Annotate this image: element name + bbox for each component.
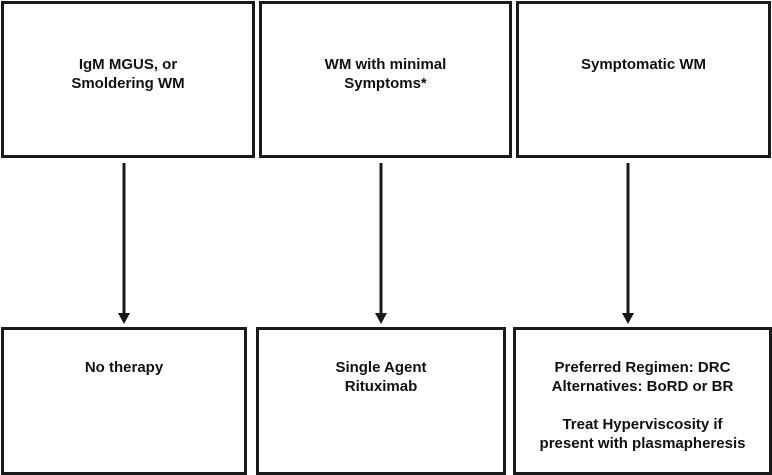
treatment-text: Alternatives: BoRD or BR [551, 378, 734, 395]
stage-text: WM with minimal [324, 56, 447, 73]
treatment-text: Single Agent [335, 359, 427, 376]
treatment-box-regimen: Preferred Regimen: DRC Alternatives: BoR… [513, 327, 772, 475]
treatment-text: Preferred Regimen: DRC [554, 359, 731, 376]
treatment-box-no-therapy: No therapy [1, 327, 247, 475]
stage-text: IgM MGUS, or [78, 56, 178, 73]
spacer [520, 396, 765, 415]
stage-text: Smoldering WM [71, 75, 185, 92]
stage-text: Symptoms* [344, 75, 427, 92]
arrow-minimal-to-rituximab [375, 163, 387, 324]
stage-box-mgus: IgM MGUS, or Smoldering WM [1, 1, 255, 158]
stage-box-symptomatic: Symptomatic WM [516, 1, 771, 158]
arrow-mgus-to-no-therapy [118, 163, 130, 324]
treatment-text: Rituximab [344, 378, 418, 395]
treatment-text: present with plasmapheresis [539, 435, 746, 452]
treatment-text: No therapy [84, 359, 164, 376]
arrow-symptomatic-to-regimen [622, 163, 634, 324]
stage-text: Symptomatic WM [580, 56, 706, 73]
treatment-box-rituximab: Single Agent Rituximab [256, 327, 506, 475]
stage-box-minimal-symptoms: WM with minimal Symptoms* [259, 1, 512, 158]
treatment-text: Treat Hyperviscosity if [562, 416, 723, 433]
